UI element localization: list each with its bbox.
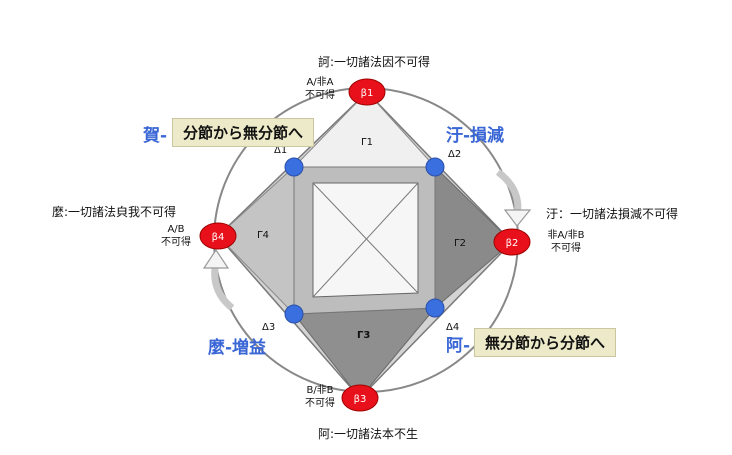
left-title: 麼:一切諸法㒵我不可得 [52,204,176,219]
beta-4-label: β4 [212,232,225,243]
top-title: 訶:一切諸法因不可得 [318,54,430,69]
bottom-sub2: 不可得 [305,397,335,409]
top-sub1: A/非A [306,76,333,88]
delta-3-node [284,304,304,324]
arrow-left-head [202,248,230,269]
delta-2-label: Δ2 [448,149,461,160]
top-sub2: 不可得 [305,89,335,101]
arrow-right-head [503,209,532,227]
beta-4-node [199,222,237,250]
bottom-title: 阿:一切諸法本不生 [318,426,418,441]
delta-4-label: Δ4 [446,322,459,333]
delta-2-node [425,157,445,177]
right-sub1: 非A/非B [547,229,584,241]
gamma-4-label: Γ4 [257,230,269,241]
beta-1-label: β1 [361,88,374,99]
bottom-sub1: B/非B [306,384,333,396]
beta-2-node [493,228,531,256]
quadrant-bottom-left-label: 麼-増益 [208,337,266,358]
delta-3-label: Δ3 [262,322,275,333]
inner-diagonal-1 [312,182,419,294]
gamma-3-label: Γ3 [357,330,370,341]
box-bottom-right: 無分節から分節へ [474,328,617,357]
quadrant-top-left-label: 賀- [142,126,167,146]
beta-3-node [341,384,379,412]
beta-2-label: β2 [506,238,519,249]
quadrant-bottom-right-label: 阿- [446,336,470,356]
beta-1-node [348,78,386,106]
gamma-2-label: Γ2 [454,238,466,249]
delta-1-label: Δ1 [274,145,287,156]
delta-4-node [425,298,445,318]
right-sub2: 不可得 [551,242,581,254]
left-sub2: 不可得 [161,236,191,248]
delta-1-node [284,157,304,177]
arrow-left [211,261,235,311]
beta-3-label: β3 [354,394,367,405]
inner-diagonal-2 [312,182,419,298]
right-title: 汙：一切諸法損減不可得 [546,206,678,221]
quadrant-top-right-label: 汙-損減 [446,125,504,146]
gamma-1-label: Γ1 [361,137,373,148]
box-top-left: 分節から無分節へ [172,118,315,147]
left-sub1: A/B [167,224,184,235]
